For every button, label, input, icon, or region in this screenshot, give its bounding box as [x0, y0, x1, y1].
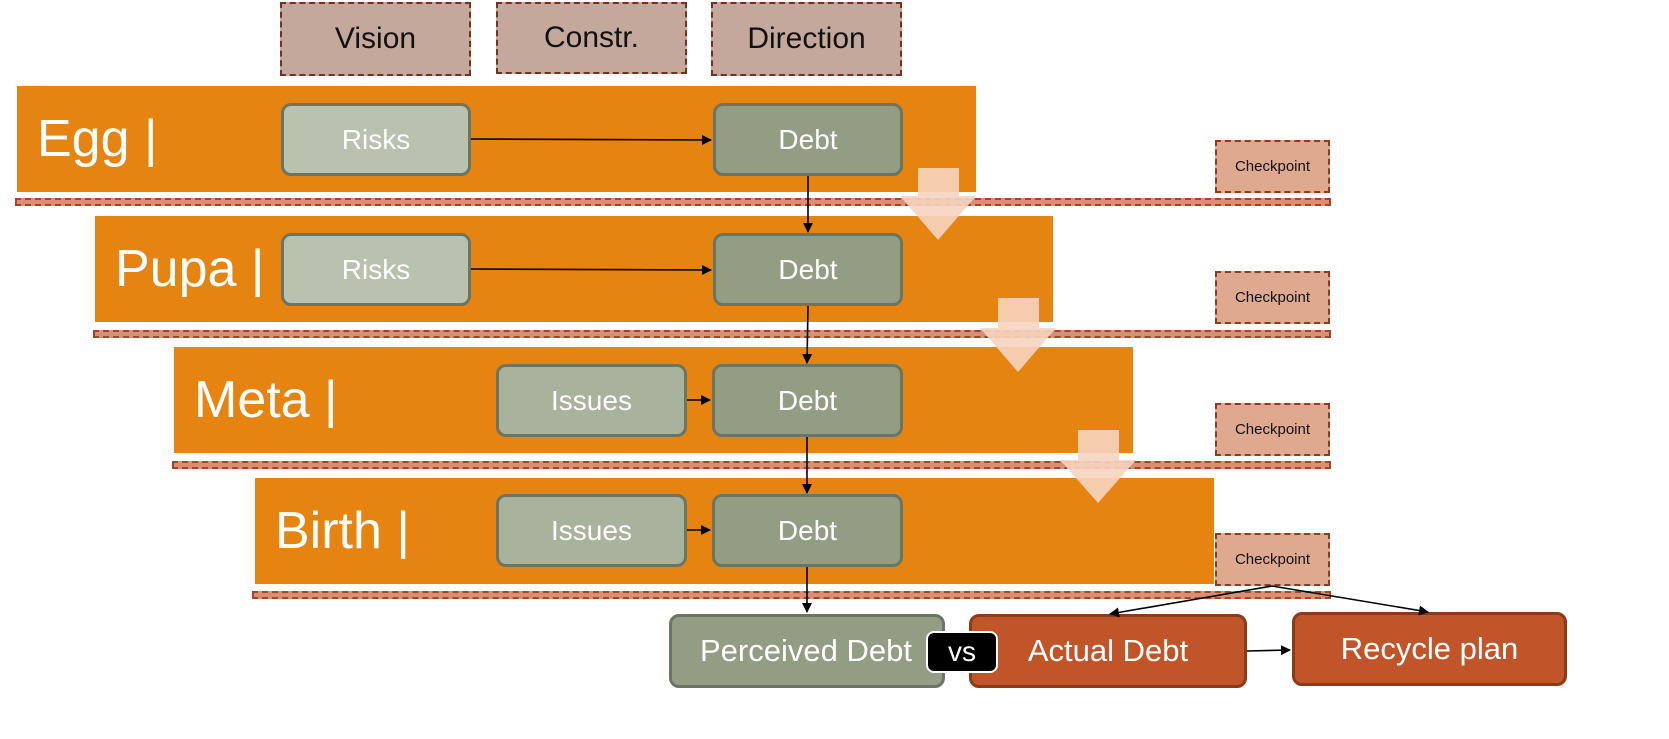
checkpoint-label: Checkpoint — [1234, 421, 1311, 438]
checkpoint-box: Checkpoint — [1215, 140, 1330, 193]
phase-separator — [15, 198, 1331, 206]
node-label: Debt — [778, 253, 838, 285]
node-label: Issues — [551, 384, 632, 416]
header-direction: Direction — [711, 2, 902, 76]
header-label: Constr. — [543, 21, 640, 54]
transition-arrow — [980, 298, 1056, 372]
node-label: Debt — [778, 123, 838, 155]
checkpoint-box: Checkpoint — [1215, 271, 1330, 324]
risks-node-egg: Risks — [281, 103, 471, 176]
node-label: Recycle plan — [1340, 631, 1519, 666]
phase-label-pupa: Pupa | — [115, 240, 265, 298]
header-label: Vision — [334, 22, 417, 55]
node-label: Debt — [777, 384, 838, 416]
node-label: Risks — [341, 123, 411, 155]
debt-node-meta: Debt — [712, 364, 903, 437]
connector-arrow — [802, 305, 813, 364]
node-label: Actual Debt — [1027, 633, 1189, 668]
checkpoint-box: Checkpoint — [1215, 403, 1330, 456]
node-label: Risks — [341, 253, 411, 285]
connector-arrow — [1109, 585, 1273, 618]
issues-node-birth: Issues — [496, 494, 687, 567]
node-label: Issues — [551, 514, 632, 546]
phase-label-meta: Meta | — [194, 371, 338, 429]
debt-node-egg: Debt — [713, 103, 903, 176]
connector-arrow — [1271, 585, 1429, 616]
connector-arrow — [470, 134, 712, 145]
actual-debt-node: Actual Debt — [969, 614, 1247, 688]
header-constraints: Constr. — [496, 2, 687, 74]
connector-arrow — [470, 264, 712, 275]
phase-separator — [93, 330, 1331, 338]
phase-label-egg: Egg | — [37, 110, 158, 168]
phase-separator — [172, 461, 1331, 469]
issues-node-meta: Issues — [496, 364, 687, 437]
checkpoint-label: Checkpoint — [1234, 289, 1311, 306]
phase-label-birth: Birth | — [275, 502, 410, 560]
vs-badge: vs — [926, 631, 998, 673]
checkpoint-label: Checkpoint — [1234, 551, 1311, 568]
header-vision: Vision — [280, 2, 471, 76]
node-label: Perceived Debt — [700, 633, 912, 668]
risks-node-pupa: Risks — [281, 233, 471, 306]
vs-label: vs — [948, 636, 976, 667]
transition-arrow — [1060, 430, 1136, 503]
transition-arrow — [900, 168, 976, 240]
debt-node-pupa: Debt — [713, 233, 903, 306]
recycle-plan-node: Recycle plan — [1292, 612, 1567, 686]
debt-node-birth: Debt — [712, 494, 903, 567]
header-label: Direction — [747, 22, 866, 55]
checkpoint-box: Checkpoint — [1215, 533, 1330, 586]
checkpoint-label: Checkpoint — [1234, 158, 1311, 175]
node-label: Debt — [777, 514, 838, 546]
connector-arrow — [1246, 645, 1291, 656]
